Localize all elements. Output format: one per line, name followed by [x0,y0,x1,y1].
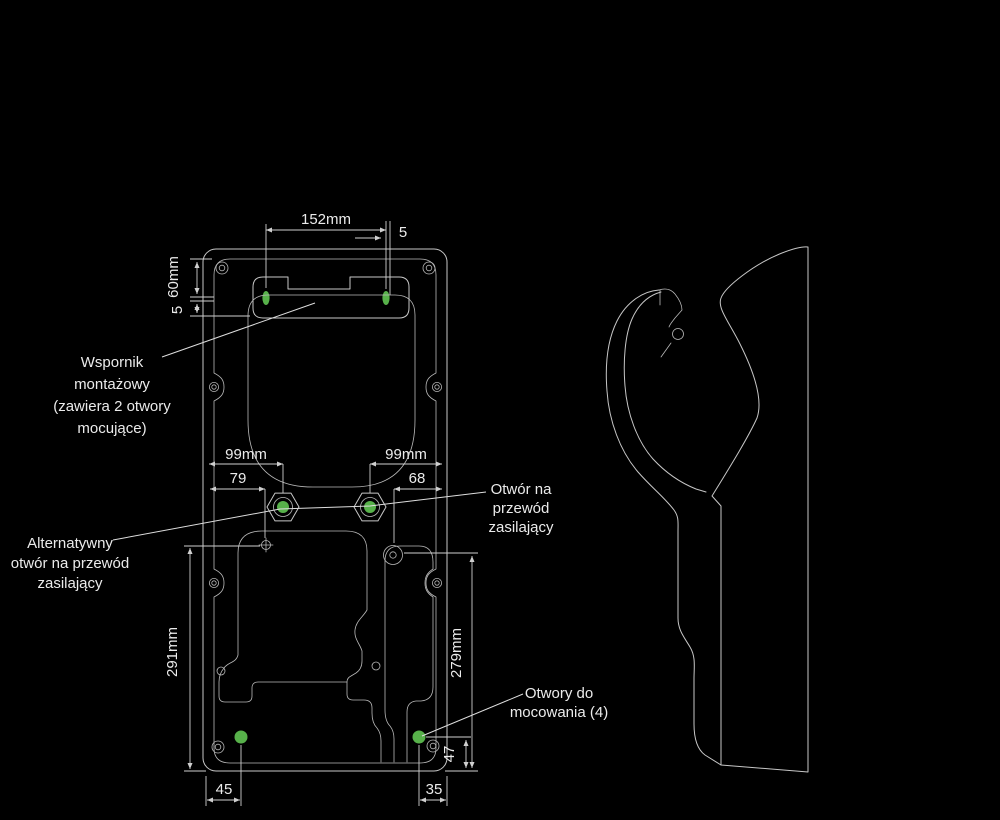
label-cable-line1: Otwór na [491,481,553,498]
dim-152mm: 152mm [301,211,351,228]
side-head-detail [659,289,672,358]
lower-cutout-tongue-right [384,560,395,763]
dim-99mm-left: 99mm [225,446,267,463]
fixing-hole-marker-right [412,730,426,744]
dimension-60mm: 60mm [165,256,250,317]
dim-35: 35 [426,781,443,798]
lower-cutout-left [218,530,368,703]
label-alt-line3: zasilający [37,575,103,592]
dimension-45: 45 [205,745,242,806]
backplate-front-view [202,248,448,772]
side-screw-holes [208,381,442,589]
fixing-hole-marker-left [234,730,248,744]
small-holes [216,537,403,676]
leader-lines [112,302,524,737]
dryer-side-view [605,246,809,773]
label-cable-hole: Otwór na przewód zasilający [488,481,554,536]
dimension-68: 68 [393,470,442,543]
side-body-outline [711,246,809,773]
leader-cable-holes [112,491,487,541]
cable-hole-right [353,492,387,522]
dimension-35: 35 [418,745,448,806]
dimension-99mm-left: 99mm [209,446,284,493]
dimension-279mm: 279mm [404,552,478,772]
label-fixing-holes: Otwory do mocowania (4) [510,685,608,721]
dimension-152mm: 152mm [265,211,391,295]
upper-cutout [247,294,416,488]
label-bracket-line4: mocujące) [77,420,146,437]
dim-5-left: 5 [169,306,186,314]
dimension-47: 47 [426,736,471,768]
label-bracket-line1: Wspornik [81,354,144,371]
label-cable-line2: przewód [493,500,550,517]
cable-hole-left [266,492,300,522]
lower-cutout-slot [346,681,382,763]
dimension-79: 79 [210,470,266,538]
dim-45: 45 [216,781,233,798]
dim-60mm: 60mm [165,256,182,298]
label-alt-line1: Alternatywny [27,535,113,552]
label-bracket-mount: Wspornik montażowy (zawiera 2 otwory moc… [53,354,171,437]
label-bracket-line3: (zawiera 2 otwory [53,398,171,415]
dim-79: 79 [230,470,247,487]
backplate-outline [202,248,448,772]
dim-99mm-right: 99mm [385,446,427,463]
leader-bracket [161,302,316,358]
dim-5-top: 5 [399,224,407,241]
mounting-bracket [252,276,410,319]
dimension-99mm-right: 99mm [369,446,442,493]
label-fixing-line2: mocowania (4) [510,704,608,721]
leader-fixing-holes [421,693,524,737]
label-cable-line3: zasilający [488,519,554,536]
dimension-5-top: 5 [355,224,407,241]
dim-47: 47 [441,746,458,763]
backplate-inner-outline [213,258,437,764]
label-alt-line2: otwór na przewód [11,555,129,572]
dim-279mm: 279mm [448,628,465,678]
corner-screw-holes [211,261,440,754]
dimension-291mm: 291mm [164,545,260,772]
side-sensor-hole [672,328,684,340]
label-alt-cable-hole: Alternatywny otwór na przewód zasilający [11,535,129,592]
dimension-5-left: 5 [169,304,200,314]
bracket-hole-marker-left [262,291,270,305]
label-bracket-line2: montażowy [74,376,150,393]
side-hook-outer [605,289,722,766]
side-hook-inner [623,291,707,493]
dim-68: 68 [409,470,426,487]
bracket-hole-marker-right [382,291,390,305]
side-head-beak [658,288,683,328]
lower-cutout-right [384,545,434,763]
label-fixing-line1: Otwory do [525,685,593,702]
dim-291mm: 291mm [164,627,181,677]
